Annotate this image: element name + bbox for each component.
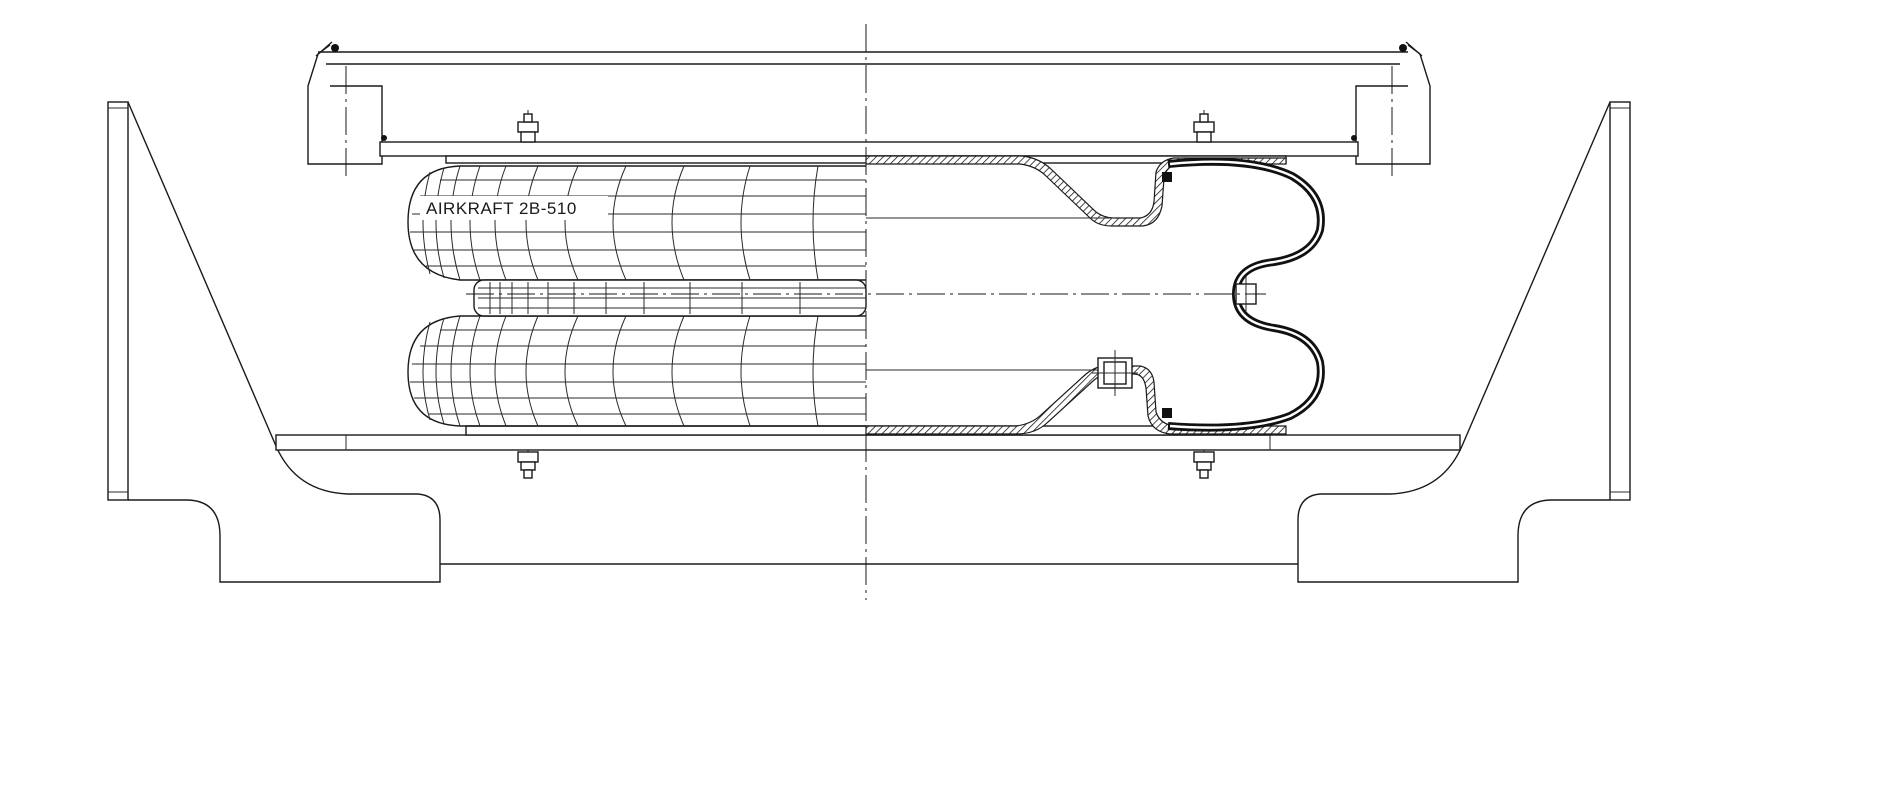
bolt-top-left	[517, 110, 539, 143]
bolt-bottom-left	[517, 450, 539, 479]
bolt-bottom-right	[1193, 450, 1215, 479]
right-mounting-bracket	[1297, 101, 1631, 583]
bolt-top-right	[1193, 110, 1215, 143]
product-label: AIRKRAFT 2B-510	[426, 199, 577, 218]
bellows-cross-section	[865, 155, 1325, 435]
left-mounting-bracket	[107, 101, 441, 583]
center-lines	[466, 24, 1266, 600]
bellows-exterior-view: AIRKRAFT 2B-510	[407, 165, 867, 427]
